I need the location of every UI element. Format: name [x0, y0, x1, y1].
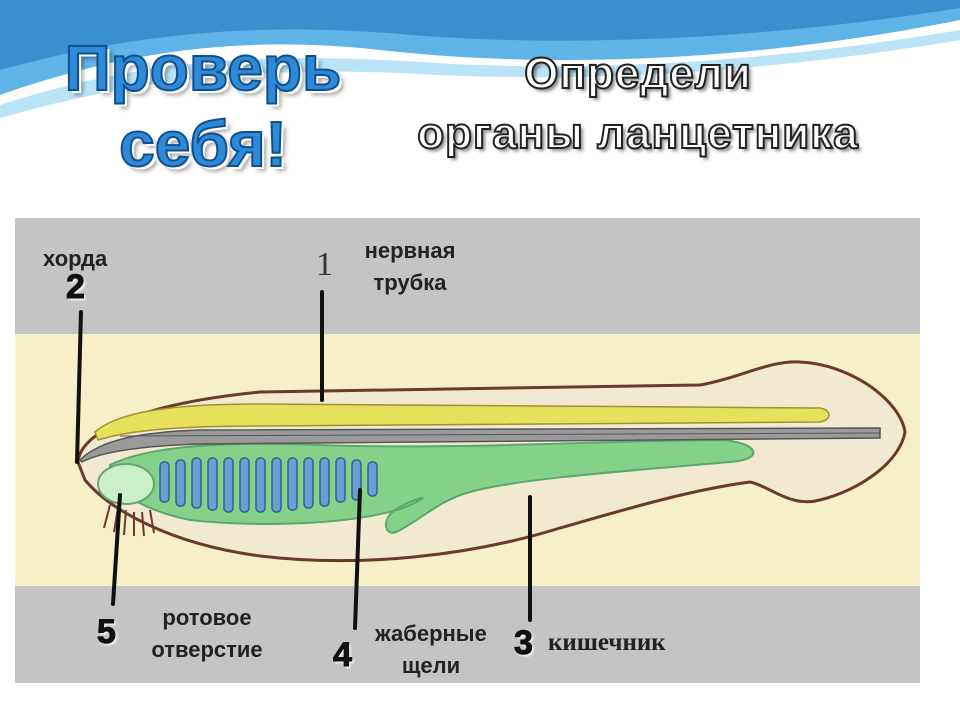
header-waves: [0, 0, 960, 118]
number-gill-slits: 4: [333, 636, 353, 675]
title-right-line1: Определи: [523, 48, 752, 99]
label-chord: хорда: [43, 246, 108, 271]
title-check-yourself: Проверь себя!: [38, 30, 368, 182]
notochord-stripes: [119, 432, 881, 437]
label-mouth-line1: ротовое: [162, 605, 252, 630]
notochord-shape: [78, 427, 881, 463]
label-nerve-tube: нервная трубка: [348, 235, 472, 299]
label-mouth: ротовое отверстие: [132, 602, 282, 666]
number-intestine: 3: [514, 624, 534, 663]
number-chord: 2: [66, 268, 86, 307]
label-intestine: кишечник: [548, 629, 666, 656]
label-gill-slits-line2: щели: [401, 653, 461, 678]
label-gill-slits: жаберные щели: [356, 618, 506, 682]
oral-tentacles: [103, 504, 155, 537]
number-nerve-tube: 1: [316, 246, 333, 283]
title-identify-organs: Определи органы ланцетника: [378, 44, 898, 164]
title-left-line1: Проверь: [64, 31, 343, 105]
label-gill-slits-line1: жаберные: [375, 621, 487, 646]
number-mouth: 5: [97, 613, 117, 652]
oral-cavity: [97, 463, 155, 505]
title-right-line2: органы ланцетника: [416, 108, 859, 159]
label-mouth-line2: отверстие: [151, 637, 263, 662]
gill-slits: [159, 457, 378, 513]
label-nerve-tube-line1: нервная: [364, 238, 456, 263]
intestine-shape: [109, 438, 755, 534]
pointer-lines: [75, 290, 532, 630]
nerve-tube-shape: [94, 403, 830, 441]
title-left-line2: себя!: [118, 107, 288, 181]
label-nerve-tube-line2: трубка: [373, 270, 447, 295]
